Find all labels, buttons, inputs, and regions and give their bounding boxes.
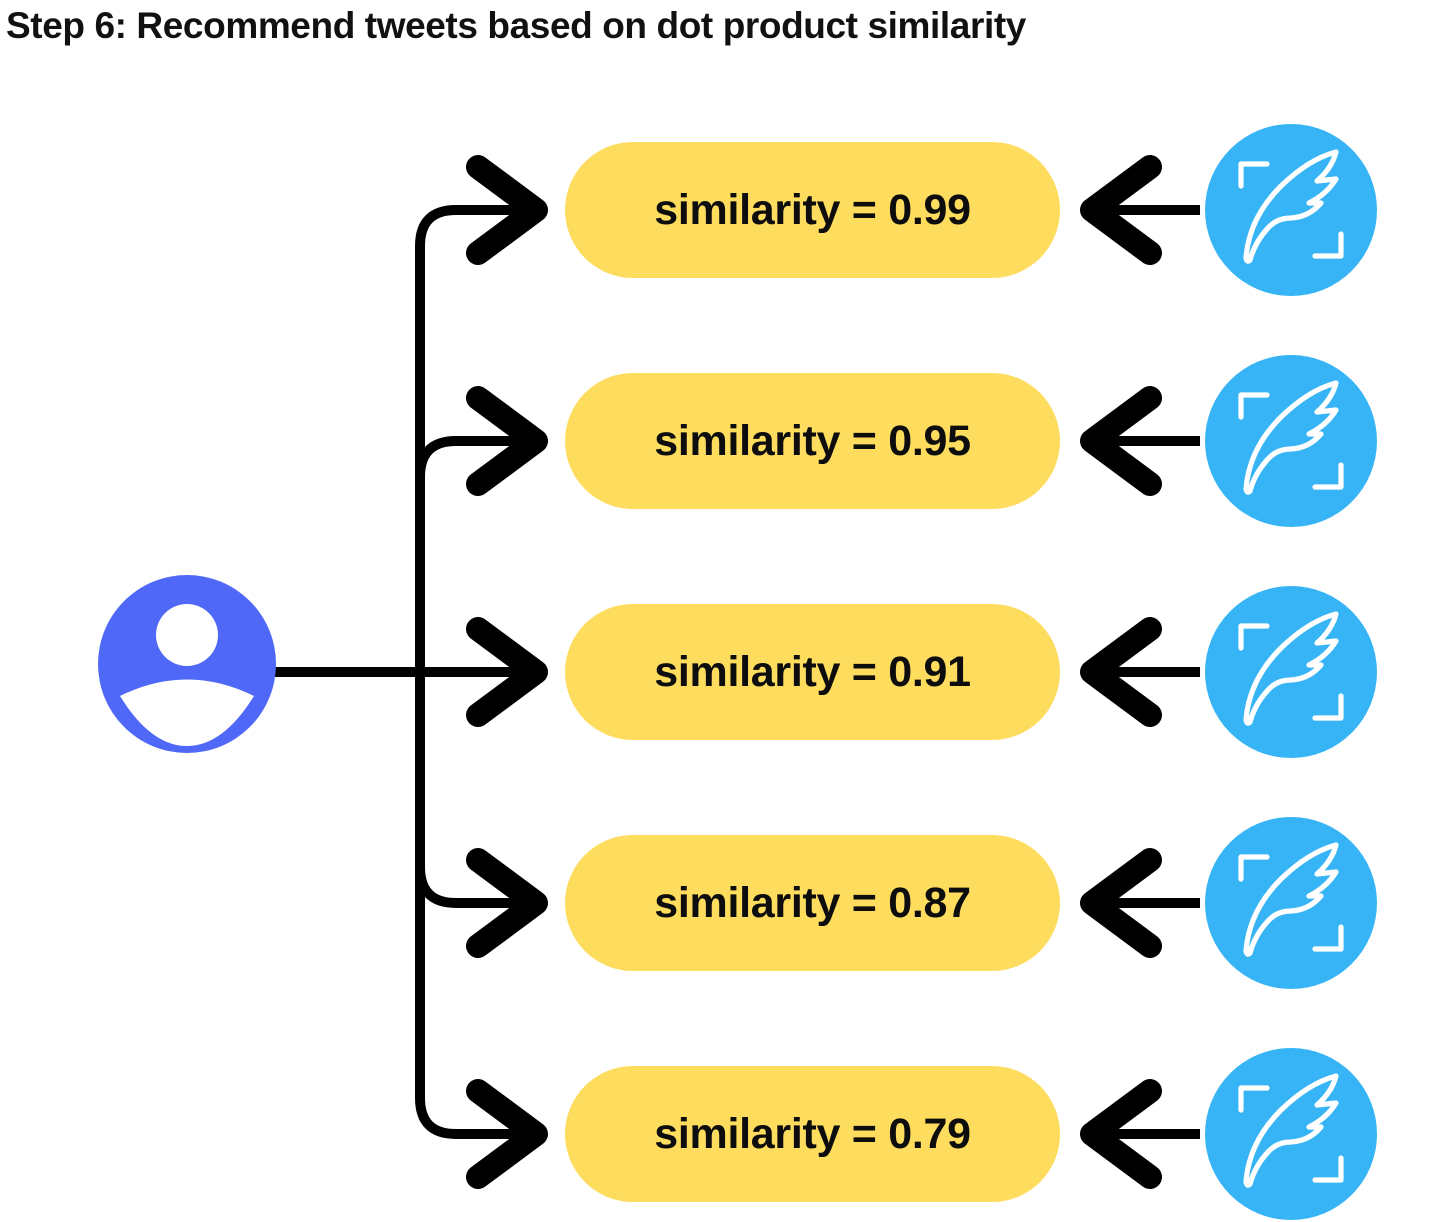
branch-connector-2 [415,386,548,496]
feather-quill-icon[interactable] [1205,817,1377,989]
feather-quill-icon[interactable] [1205,355,1377,527]
feather-quill-icon[interactable] [1205,124,1377,296]
similarity-label: similarity = 0.91 [654,647,971,696]
branch-connector-4 [415,848,548,958]
similarity-label: similarity = 0.99 [654,185,971,234]
similarity-pill[interactable]: similarity = 0.87 [565,835,1060,971]
similarity-pill[interactable]: similarity = 0.99 [565,142,1060,278]
similarity-pill[interactable]: similarity = 0.91 [565,604,1060,740]
page-title: Step 6: Recommend tweets based on dot pr… [6,5,1026,46]
similarity-label: similarity = 0.87 [654,878,971,927]
similarity-label: similarity = 0.95 [654,416,971,465]
feather-quill-icon[interactable] [1205,586,1377,758]
similarity-pill[interactable]: similarity = 0.79 [565,1066,1060,1202]
user-avatar-icon[interactable] [98,575,276,753]
similarity-pill[interactable]: similarity = 0.95 [565,373,1060,509]
feather-quill-icon[interactable] [1205,1048,1377,1220]
similarity-label: similarity = 0.79 [654,1109,971,1158]
branch-connector-1 [415,155,548,672]
branch-connector-5 [415,672,548,1189]
